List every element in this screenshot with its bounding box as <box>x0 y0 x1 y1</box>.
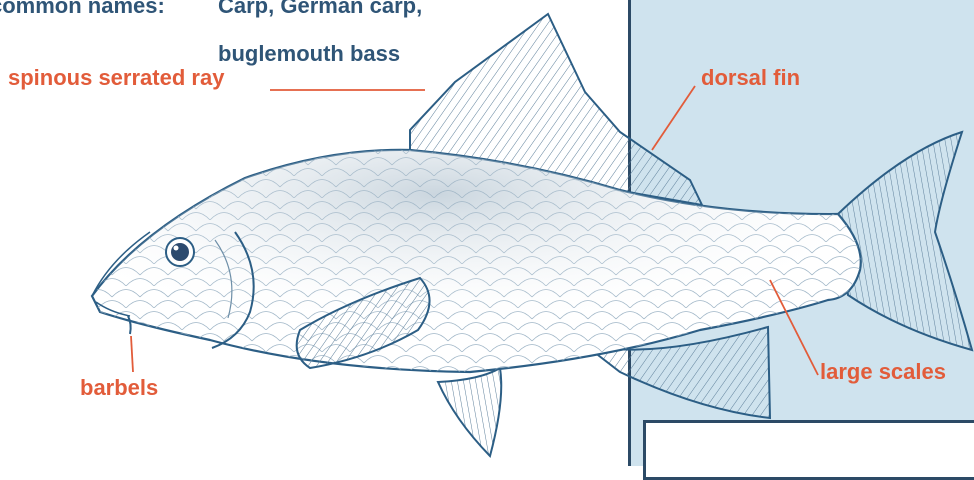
label-dorsal-fin: dorsal fin <box>701 66 800 90</box>
pelvic-fin <box>438 368 501 456</box>
leader-dorsal-fin <box>652 86 695 150</box>
caudal-fin <box>838 132 972 350</box>
leader-barbels <box>131 336 133 372</box>
label-spinous-serrated-ray: spinous serrated ray <box>8 66 224 90</box>
eye-icon <box>166 238 194 266</box>
label-barbels: barbels <box>80 376 158 400</box>
label-large-scales: large scales <box>820 360 946 384</box>
